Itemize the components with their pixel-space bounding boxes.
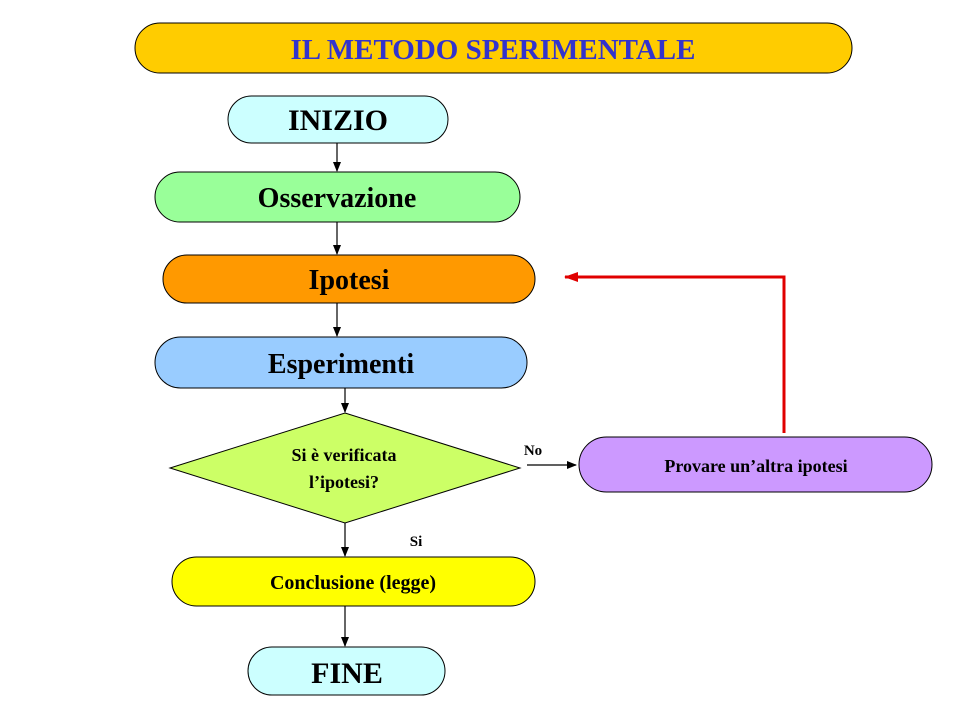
node-observation: Osservazione [154,171,521,223]
node-experiments-label: Esperimenti [268,349,414,380]
node-end-label: FINE [311,657,383,690]
node-start: INIZIO [227,95,449,144]
node-observation-label: Osservazione [258,183,417,214]
loop-arrow-retry-hypothesis [564,272,786,433]
node-hypothesis: Ipotesi [162,254,536,304]
edge-label-yes: Si [410,534,423,550]
node-decision-line1: Si è verificata [292,445,397,465]
connectors [333,143,577,647]
node-conclusion-label: Conclusione (legge) [270,572,436,594]
node-retry: Provare un’altra ipotesi [578,436,933,493]
node-conclusion: Conclusione (legge) [171,556,536,607]
node-experiments: Esperimenti [154,336,528,389]
node-hypothesis-label: Ipotesi [309,265,390,296]
title-text: IL METODO SPERIMENTALE [290,34,695,66]
node-retry-label: Provare un’altra ipotesi [664,456,847,476]
title-banner: IL METODO SPERIMENTALE [134,22,853,74]
node-start-label: INIZIO [288,104,388,137]
edge-label-no: No [524,443,542,459]
node-decision-line2: l’ipotesi? [309,472,379,492]
node-decision: Si è verificata l’ipotesi? [168,412,522,524]
node-end: FINE [247,646,446,696]
